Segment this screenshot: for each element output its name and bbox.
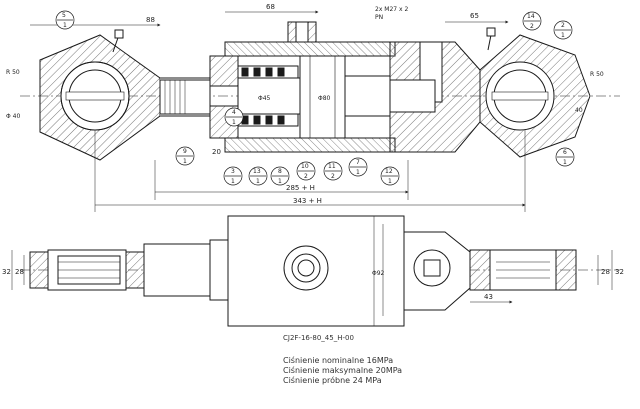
svg-text:11: 11 [328, 163, 336, 170]
dim-phi80: Φ80 [318, 95, 331, 102]
balloon-5-1: 5 1 [55, 10, 75, 30]
svg-text:4: 4 [232, 109, 236, 116]
dim-phi92: Φ92 [372, 270, 385, 277]
svg-text:1: 1 [183, 158, 187, 165]
dim-r50-right: R 50 [590, 71, 604, 78]
dim-88: 88 [146, 16, 155, 24]
balloon-11-2: 11 2 [323, 161, 343, 181]
dim-phi45: Φ45 [258, 95, 271, 102]
dim-phi40-right: 40 [575, 107, 583, 114]
svg-text:1: 1 [63, 22, 67, 29]
svg-text:8: 8 [278, 168, 282, 175]
note-max-pressure: Ciśnienie maksymalne 20MPa [283, 366, 403, 375]
svg-text:2: 2 [530, 23, 534, 30]
dim-28-right: 28 [601, 268, 610, 276]
dim-68: 68 [266, 3, 275, 11]
balloon-6-1: 6 1 [555, 147, 575, 167]
dim-32-left: 32 [2, 268, 11, 276]
balloon-3-1: 3 1 [223, 166, 243, 186]
plan-view [11, 215, 620, 327]
note-nominal-pressure: Ciśnienie nominalne 16MPa [283, 356, 394, 365]
balloon-9-1: 9 1 [175, 146, 195, 166]
svg-text:1: 1 [231, 178, 235, 185]
balloon-14-2: 14 2 [522, 11, 542, 31]
balloon-13-1: 13 1 [248, 166, 268, 186]
left-rod-eye [39, 34, 161, 161]
right-clevis-eye [479, 34, 591, 158]
plan-dimension-labels: 32 28 28 32 Φ92 43 [2, 268, 624, 301]
balloon-4-1: 4 1 [224, 107, 244, 127]
svg-text:10: 10 [301, 163, 309, 170]
svg-text:1: 1 [256, 178, 260, 185]
dim-28-left: 28 [15, 268, 24, 276]
cylinder-barrel [209, 21, 481, 153]
dim-r50-left: R 50 [6, 69, 20, 76]
svg-text:9: 9 [183, 148, 187, 155]
section-view [20, 10, 620, 212]
svg-text:12: 12 [385, 168, 393, 175]
balloon-7-1: 7 1 [348, 157, 368, 177]
part-balloons: 5 1 14 2 2 1 4 1 9 1 3 1 13 1 8 1 10 2 1… [55, 10, 575, 186]
dim-285: 285 + H [286, 184, 315, 192]
svg-text:1: 1 [388, 178, 392, 185]
svg-text:1: 1 [563, 159, 567, 166]
svg-text:1: 1 [232, 119, 236, 126]
dim-343: 343 + H [293, 197, 322, 205]
svg-text:2: 2 [304, 173, 308, 180]
dim-43: 43 [484, 293, 493, 301]
drawing-notes: CJ2F-16-80_45_H-00 Ciśnienie nominalne 1… [283, 334, 603, 386]
balloon-2-1: 2 1 [553, 20, 573, 40]
svg-text:2: 2 [561, 22, 565, 29]
svg-text:1: 1 [356, 169, 360, 176]
svg-text:1: 1 [561, 32, 565, 39]
svg-text:14: 14 [527, 13, 535, 20]
svg-text:2: 2 [331, 173, 335, 180]
balloon-8-1: 8 1 [270, 166, 290, 186]
svg-text:1: 1 [278, 178, 282, 185]
balloon-10-2: 10 2 [296, 161, 316, 181]
dim-port-thread: 2x M27 x 2 [375, 6, 408, 13]
dim-20: 20 [212, 148, 221, 156]
note-test-pressure: Ciśnienie próbne 24 MPa [283, 376, 382, 385]
balloon-12-1: 12 1 [380, 166, 400, 186]
drawing-code: CJ2F-16-80_45_H-00 [283, 334, 354, 342]
svg-text:3: 3 [231, 168, 235, 175]
dim-65: 65 [470, 12, 479, 20]
svg-text:5: 5 [62, 12, 66, 19]
svg-text:13: 13 [253, 168, 261, 175]
dim-phi40-left: Φ 40 [6, 113, 20, 120]
dim-pn: PN [375, 14, 383, 21]
dimension-labels: 88 68 2x M27 x 2 PN 65 R 50 R 50 Φ 40 40… [6, 3, 604, 205]
svg-text:6: 6 [563, 149, 567, 156]
dim-32-right: 32 [615, 268, 624, 276]
svg-text:7: 7 [356, 159, 360, 166]
